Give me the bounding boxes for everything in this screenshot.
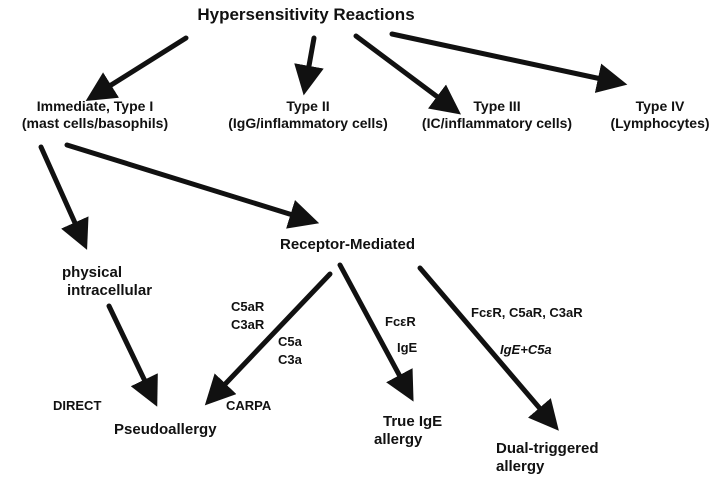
node-true-ige-allergy: True IgE allergy bbox=[374, 413, 442, 449]
label-ligands-pseudo: C5a C3a bbox=[278, 333, 302, 368]
node-type3: Type III (IC/inflammatory cells) bbox=[422, 98, 572, 132]
arrow-root-to-type4 bbox=[389, 31, 628, 93]
node-type1-cells: (mast cells/basophils) bbox=[21, 114, 169, 131]
arrow-physical-to-pseudo bbox=[106, 303, 158, 407]
node-type4: Type IV (Lymphocytes) bbox=[610, 98, 709, 132]
node-type2-cells: (IgG/inflammatory cells) bbox=[228, 114, 388, 131]
node-type3-cells: (IC/inflammatory cells) bbox=[421, 114, 573, 131]
label-receptors-pseudo: C5aR C3aR bbox=[231, 298, 264, 333]
node-physical: physical intracellular bbox=[62, 264, 152, 300]
node-type1-name: Immediate, Type I bbox=[36, 98, 154, 114]
label-c3ar: C3aR bbox=[231, 316, 265, 332]
arrow-type1-to-receptor bbox=[64, 142, 320, 229]
arrow-receptor-to-pseudo bbox=[204, 271, 333, 406]
arrow-type1-to-physical bbox=[38, 144, 89, 250]
arrow-receptor-to-dual bbox=[417, 265, 559, 431]
node-type4-cells: (Lymphocytes) bbox=[610, 114, 710, 131]
node-type1: Immediate, Type I (mast cells/basophils) bbox=[22, 98, 168, 132]
arrow-root-to-type3 bbox=[353, 33, 462, 115]
node-type2: Type II (IgG/inflammatory cells) bbox=[228, 98, 387, 132]
label-dual-ligands: IgE+C5a bbox=[500, 342, 552, 357]
label-carpa: CARPA bbox=[226, 398, 272, 413]
arrow-receptor-to-true-ige bbox=[337, 262, 414, 402]
node-dual-triggered-allergy: Dual-triggered allergy bbox=[496, 440, 599, 476]
arrow-root-to-type2 bbox=[294, 35, 324, 96]
label-fcer: FcεR bbox=[385, 314, 416, 329]
label-c3a: C3a bbox=[278, 351, 302, 367]
node-physical-line2: intracellular bbox=[67, 282, 153, 299]
label-direct: DIRECT bbox=[53, 398, 102, 413]
arrow-root-to-type1 bbox=[85, 35, 189, 101]
node-receptor-mediated: Receptor-Mediated bbox=[280, 236, 416, 253]
label-dual-receptors: FcεR, C5aR, C3aR bbox=[471, 305, 583, 320]
node-dual-line1: Dual-triggered bbox=[496, 440, 599, 457]
node-true-ige-line1: True IgE bbox=[383, 413, 443, 430]
node-type2-name: Type II bbox=[286, 98, 330, 114]
label-c5ar: C5aR bbox=[231, 299, 265, 314]
diagram-title: Hypersensitivity Reactions bbox=[197, 5, 415, 24]
node-pseudoallergy: Pseudoallergy bbox=[114, 421, 217, 438]
node-true-ige-line2: allergy bbox=[374, 431, 423, 448]
node-physical-line1: physical bbox=[62, 264, 123, 281]
label-ige: IgE bbox=[397, 340, 418, 355]
node-dual-line2: allergy bbox=[496, 458, 545, 475]
node-type4-name: Type IV bbox=[635, 98, 685, 114]
node-type3-name: Type III bbox=[473, 98, 521, 114]
label-c5a: C5a bbox=[278, 334, 302, 349]
